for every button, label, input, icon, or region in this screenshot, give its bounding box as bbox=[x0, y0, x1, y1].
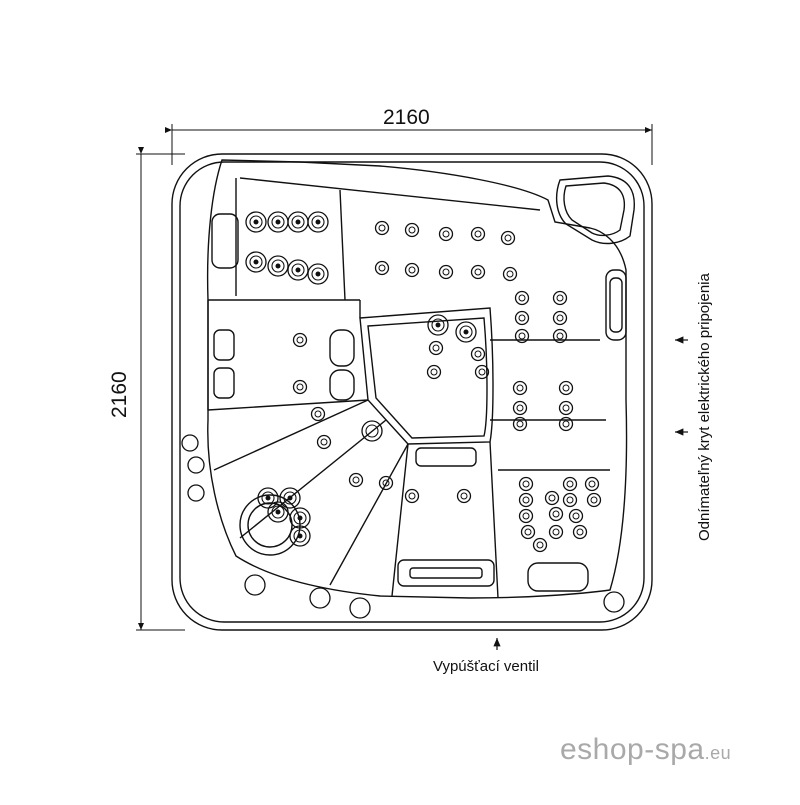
jet-cluster-right bbox=[512, 290, 574, 432]
spa-shell bbox=[171, 153, 653, 631]
width-dimension-label: 2160 bbox=[383, 106, 430, 129]
jet-rows-top bbox=[374, 220, 518, 282]
rim-cupholders bbox=[181, 434, 625, 619]
electrical-arrows bbox=[675, 336, 688, 436]
width-dimension bbox=[165, 124, 653, 165]
height-dimension-label: 2160 bbox=[108, 371, 131, 418]
jet-cluster-lounger bbox=[518, 476, 602, 553]
jet-cluster-center bbox=[426, 314, 490, 380]
height-dimension bbox=[136, 147, 185, 631]
watermark: eshop-spa.eu bbox=[560, 733, 731, 767]
jet-seats-left bbox=[257, 332, 472, 547]
watermark-tld: .eu bbox=[704, 743, 732, 763]
watermark-main: eshop-spa bbox=[560, 733, 705, 766]
electrical-cover-note: Odnímateľný kryt elektrického pripojenia bbox=[696, 273, 713, 541]
jet-cluster-top-left bbox=[245, 211, 329, 285]
drain-valve-note: Vypúšťací ventil bbox=[433, 658, 539, 675]
